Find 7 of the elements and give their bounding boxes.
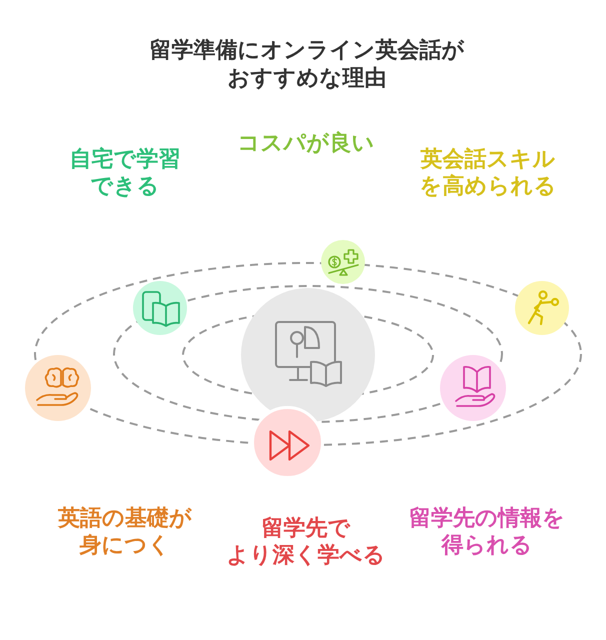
benefit-label: 自宅で学習できる — [68, 146, 182, 200]
benefit-label: 英語の基礎が身につく — [56, 505, 193, 559]
benefit-label: 英会話スキルを高められる — [418, 146, 558, 200]
benefit-label: 留学先でより深く学べる — [225, 515, 386, 569]
benefit-label: コスパが良い — [236, 130, 376, 157]
title: 留学準備にオンライン英会話がおすすめな理由 — [148, 37, 466, 93]
benefit-label: 留学先の情報を得られる — [408, 505, 566, 559]
